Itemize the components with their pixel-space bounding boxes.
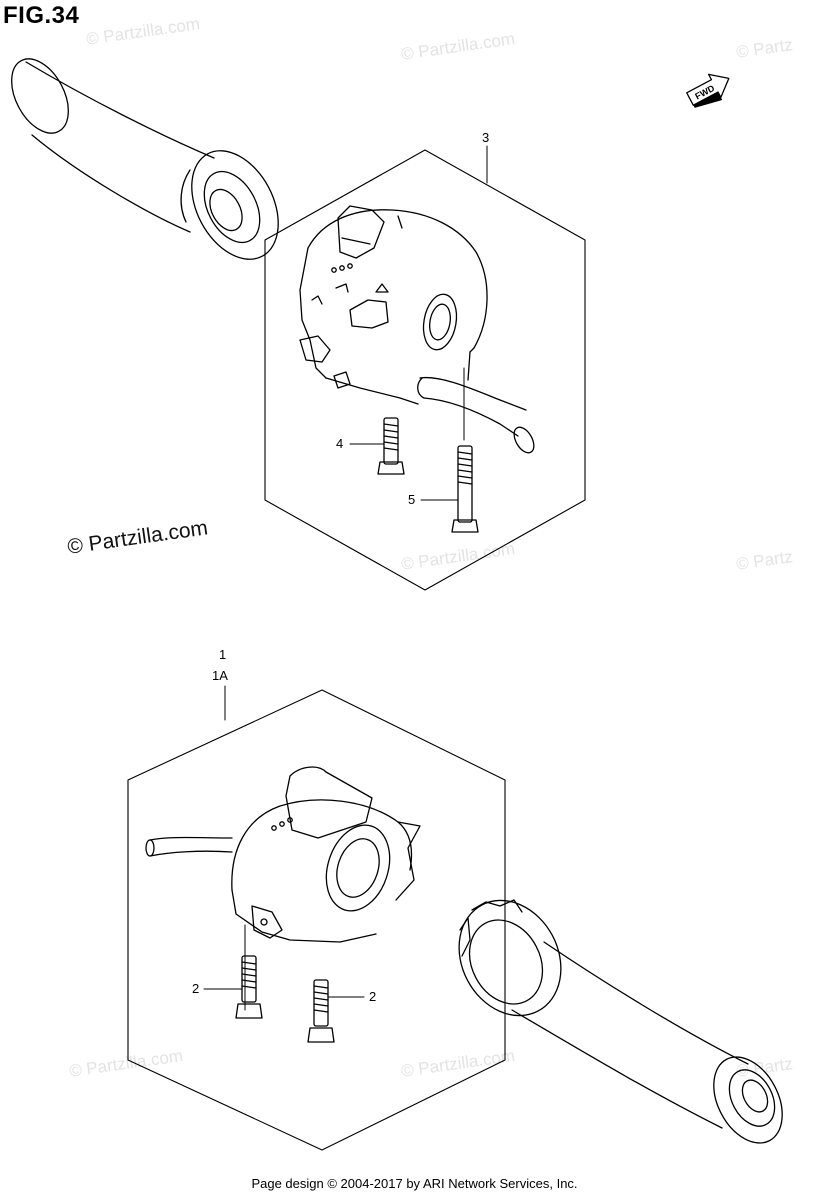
- figure-title: FIG.34: [3, 2, 80, 29]
- callout-4: 4: [336, 436, 344, 451]
- screw-left-b: [307, 979, 335, 1043]
- screw-long: [451, 445, 479, 533]
- kit-outline-lower: [127, 689, 506, 1151]
- screw-left-a: [235, 955, 263, 1019]
- callout-3: 3: [482, 130, 490, 145]
- callout-2: 2: [369, 989, 377, 1004]
- right-handlebar-grip: [458, 899, 783, 1144]
- callout-1a: 1A: [212, 668, 228, 683]
- fwd-arrow-icon: FWD: [686, 73, 730, 108]
- page-footer: Page design © 2004-2017 by ARI Network S…: [251, 1176, 578, 1191]
- right-handlebar-switch: [299, 205, 535, 454]
- left-handlebar-switch: [145, 766, 421, 1011]
- callout-2: 2: [192, 981, 200, 996]
- kit-outline-upper: [264, 149, 586, 591]
- callout-5: 5: [408, 492, 416, 507]
- left-handlebar-grip: [11, 58, 279, 260]
- callout-1: 1: [219, 647, 227, 662]
- screw-short: [377, 417, 405, 475]
